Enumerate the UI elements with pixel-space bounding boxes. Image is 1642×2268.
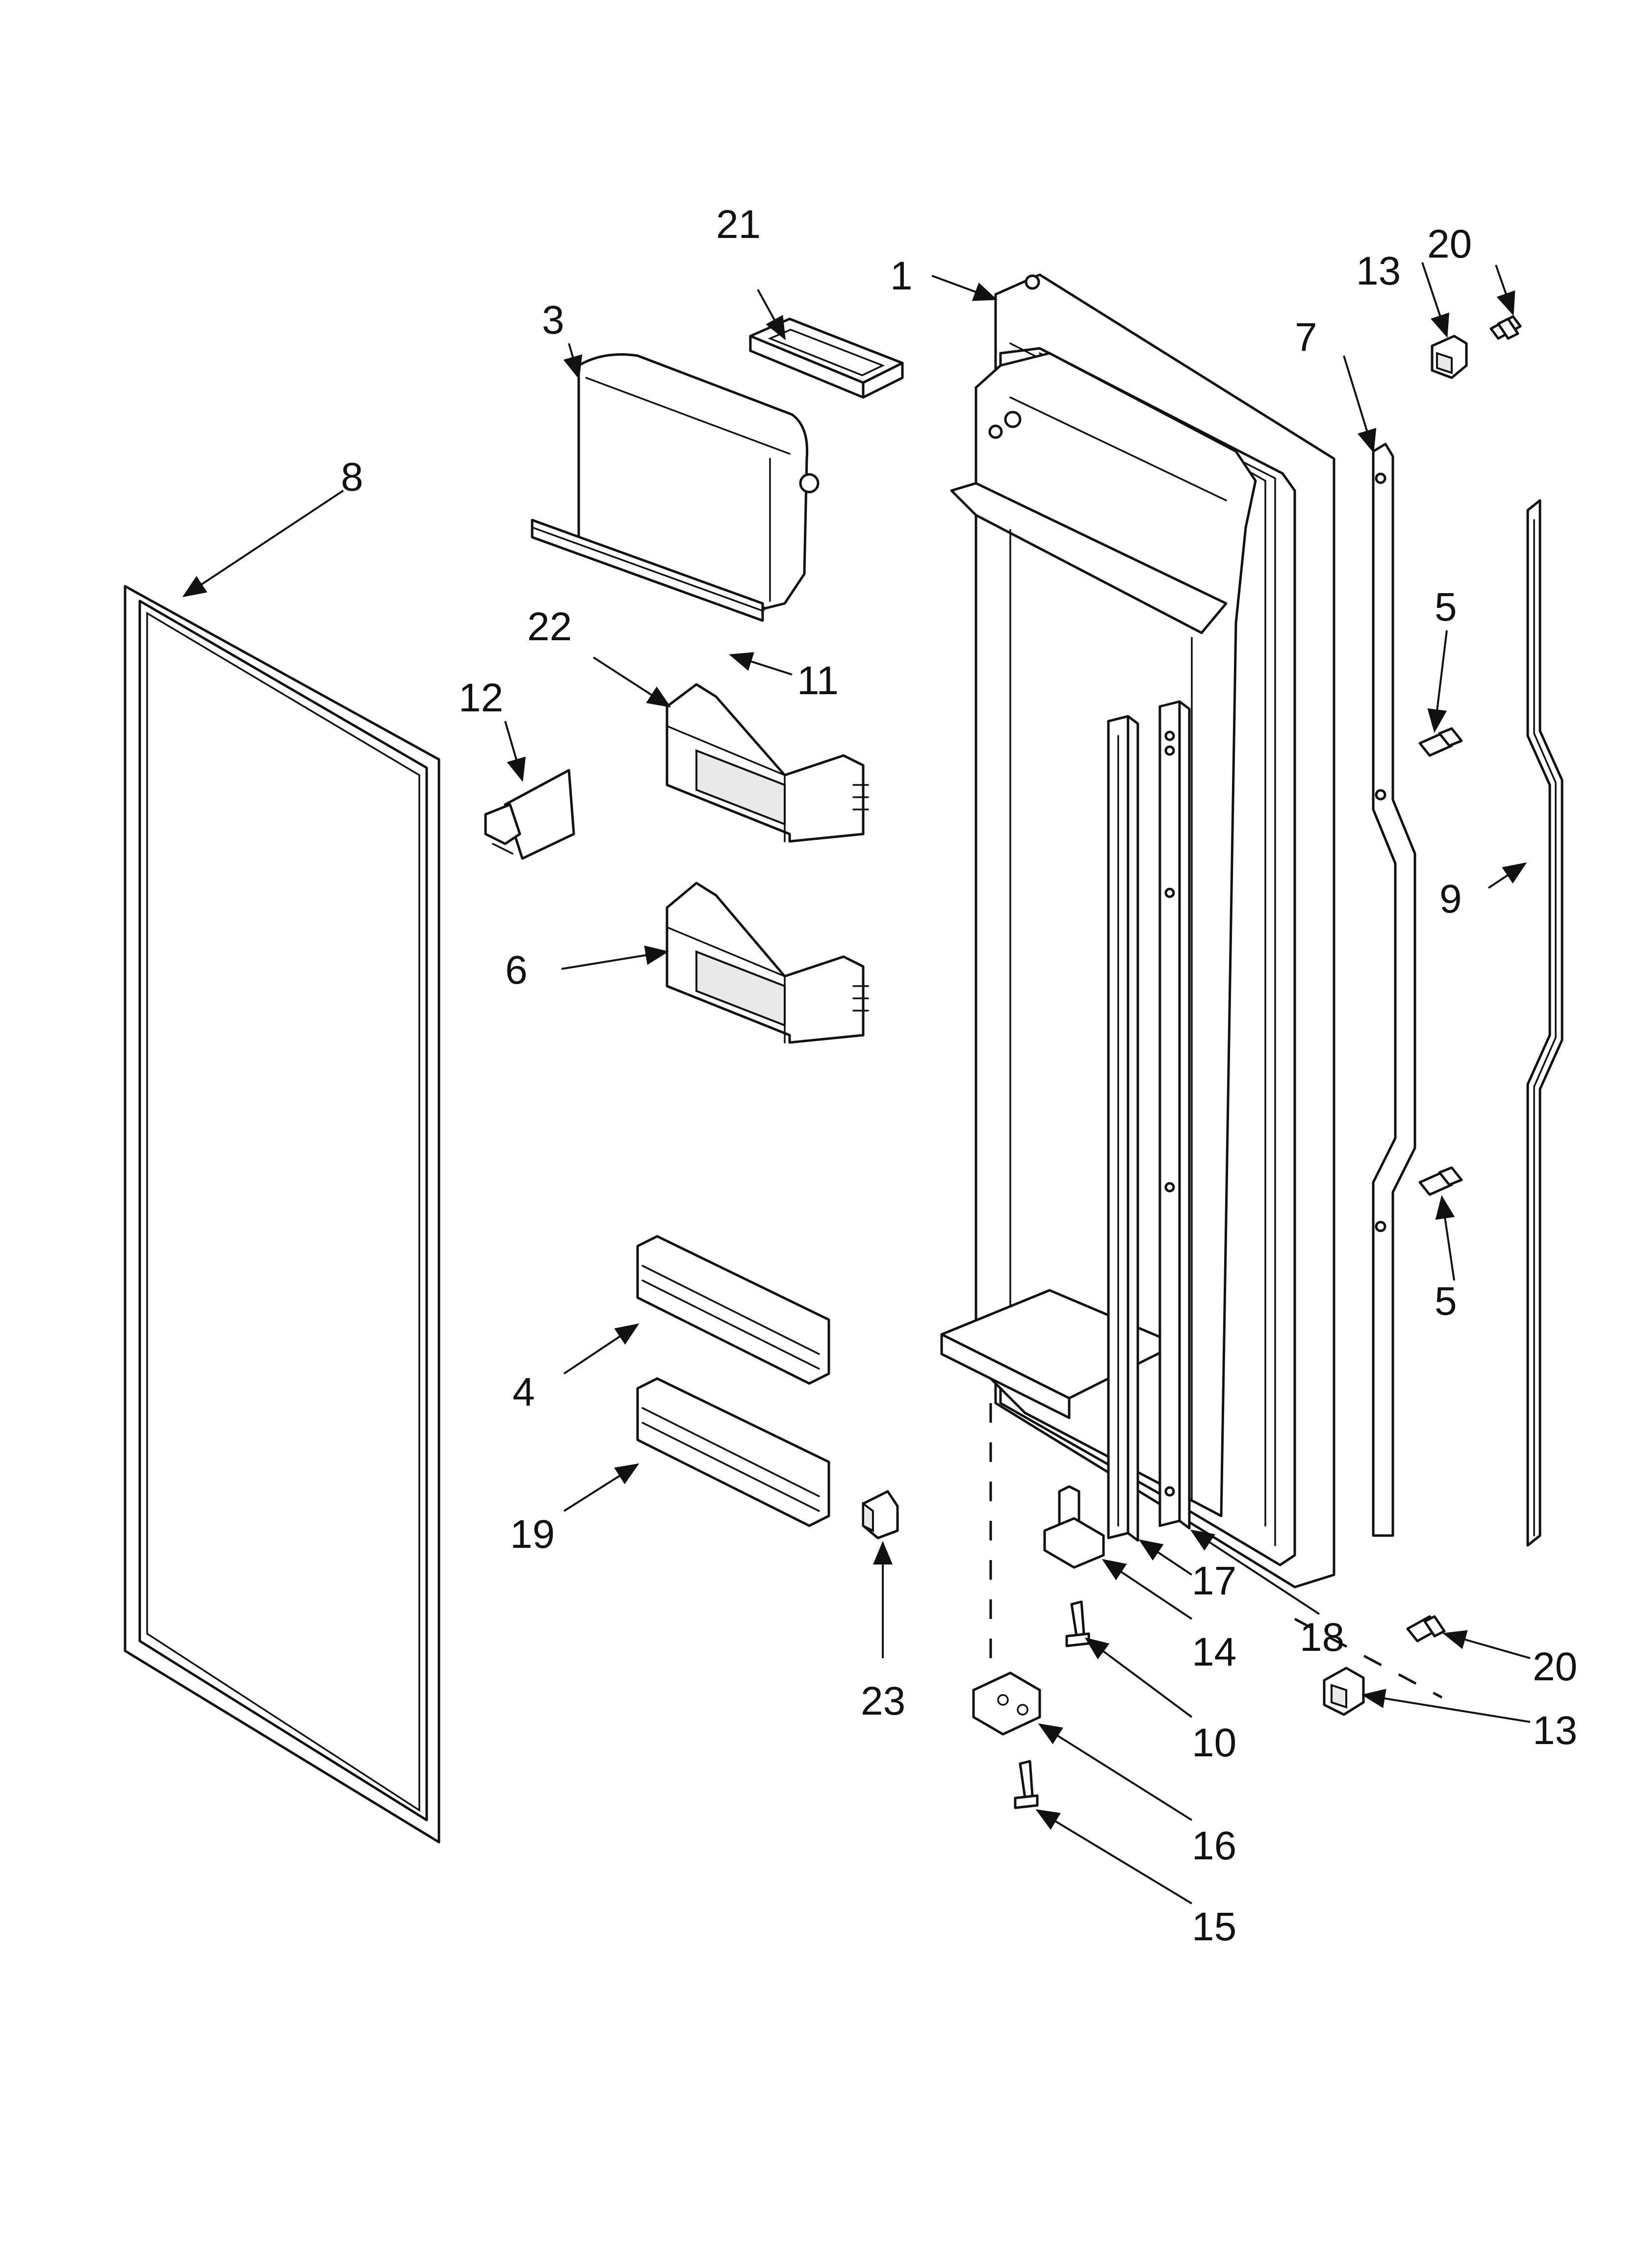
callout-23: 23 xyxy=(861,1679,905,1723)
callout-3: 3 xyxy=(542,298,564,342)
callout-19: 19 xyxy=(510,1512,555,1557)
door-trim-4 xyxy=(636,1235,830,1385)
screw-10 xyxy=(1065,1600,1090,1647)
callout-12: 12 xyxy=(459,676,503,720)
callout-14: 14 xyxy=(1192,1630,1236,1674)
callout-16: 16 xyxy=(1192,1824,1236,1868)
callout-1: 1 xyxy=(890,254,913,298)
door-handle-7 xyxy=(1372,443,1416,1537)
alignment-line-2 xyxy=(1294,1617,1443,1699)
handle-cap-13-top xyxy=(1431,335,1468,379)
hinge-pin-14 xyxy=(1043,1485,1105,1569)
screw-20-bottom xyxy=(1406,1615,1446,1642)
callout-7: 7 xyxy=(1295,315,1317,360)
callout-21: 21 xyxy=(716,202,761,247)
callout-6: 6 xyxy=(505,948,528,992)
callout-13-top: 13 xyxy=(1356,249,1401,293)
screw-15 xyxy=(1014,1760,1039,1809)
handle-trim-9 xyxy=(1526,499,1564,1547)
callout-4: 4 xyxy=(513,1370,535,1414)
callout-13-bottom: 13 xyxy=(1533,1708,1577,1753)
callout-20-bottom: 20 xyxy=(1533,1644,1577,1689)
door-rail-18 xyxy=(1158,700,1191,1530)
callout-15: 15 xyxy=(1192,1904,1236,1949)
bracket-23 xyxy=(862,1490,899,1539)
dairy-door-strip xyxy=(531,519,764,622)
callout-18: 18 xyxy=(1300,1615,1344,1660)
door-trim-19 xyxy=(636,1377,830,1527)
door-gasket xyxy=(124,585,440,1844)
callout-8: 8 xyxy=(341,455,363,499)
hinge-16 xyxy=(972,1671,1041,1736)
screw-20-top xyxy=(1489,315,1522,340)
door-rail-17 xyxy=(1107,715,1139,1542)
callout-17: 17 xyxy=(1192,1559,1236,1603)
tray xyxy=(749,317,904,399)
callout-9: 9 xyxy=(1439,877,1462,921)
callout-20-top: 20 xyxy=(1427,222,1472,266)
callout-10: 10 xyxy=(1192,1721,1236,1765)
callout-5-top: 5 xyxy=(1435,585,1457,629)
screw-5-top xyxy=(1418,727,1463,757)
callout-22: 22 xyxy=(527,604,572,649)
leader-lines xyxy=(182,262,1531,1904)
door-bin-6 xyxy=(666,882,869,1044)
callout-11: 11 xyxy=(797,658,839,703)
callout-labels: 1 3 21 8 11 22 12 6 4 19 23 7 13 20 5 9 … xyxy=(341,202,1577,1949)
screw-5-bottom xyxy=(1418,1166,1463,1196)
dairy-door xyxy=(577,353,820,617)
clip-12 xyxy=(484,769,575,860)
handle-cap-13-bottom xyxy=(1323,1667,1365,1716)
door-bin-22 xyxy=(666,683,869,843)
callout-5-bottom: 5 xyxy=(1435,1279,1457,1324)
